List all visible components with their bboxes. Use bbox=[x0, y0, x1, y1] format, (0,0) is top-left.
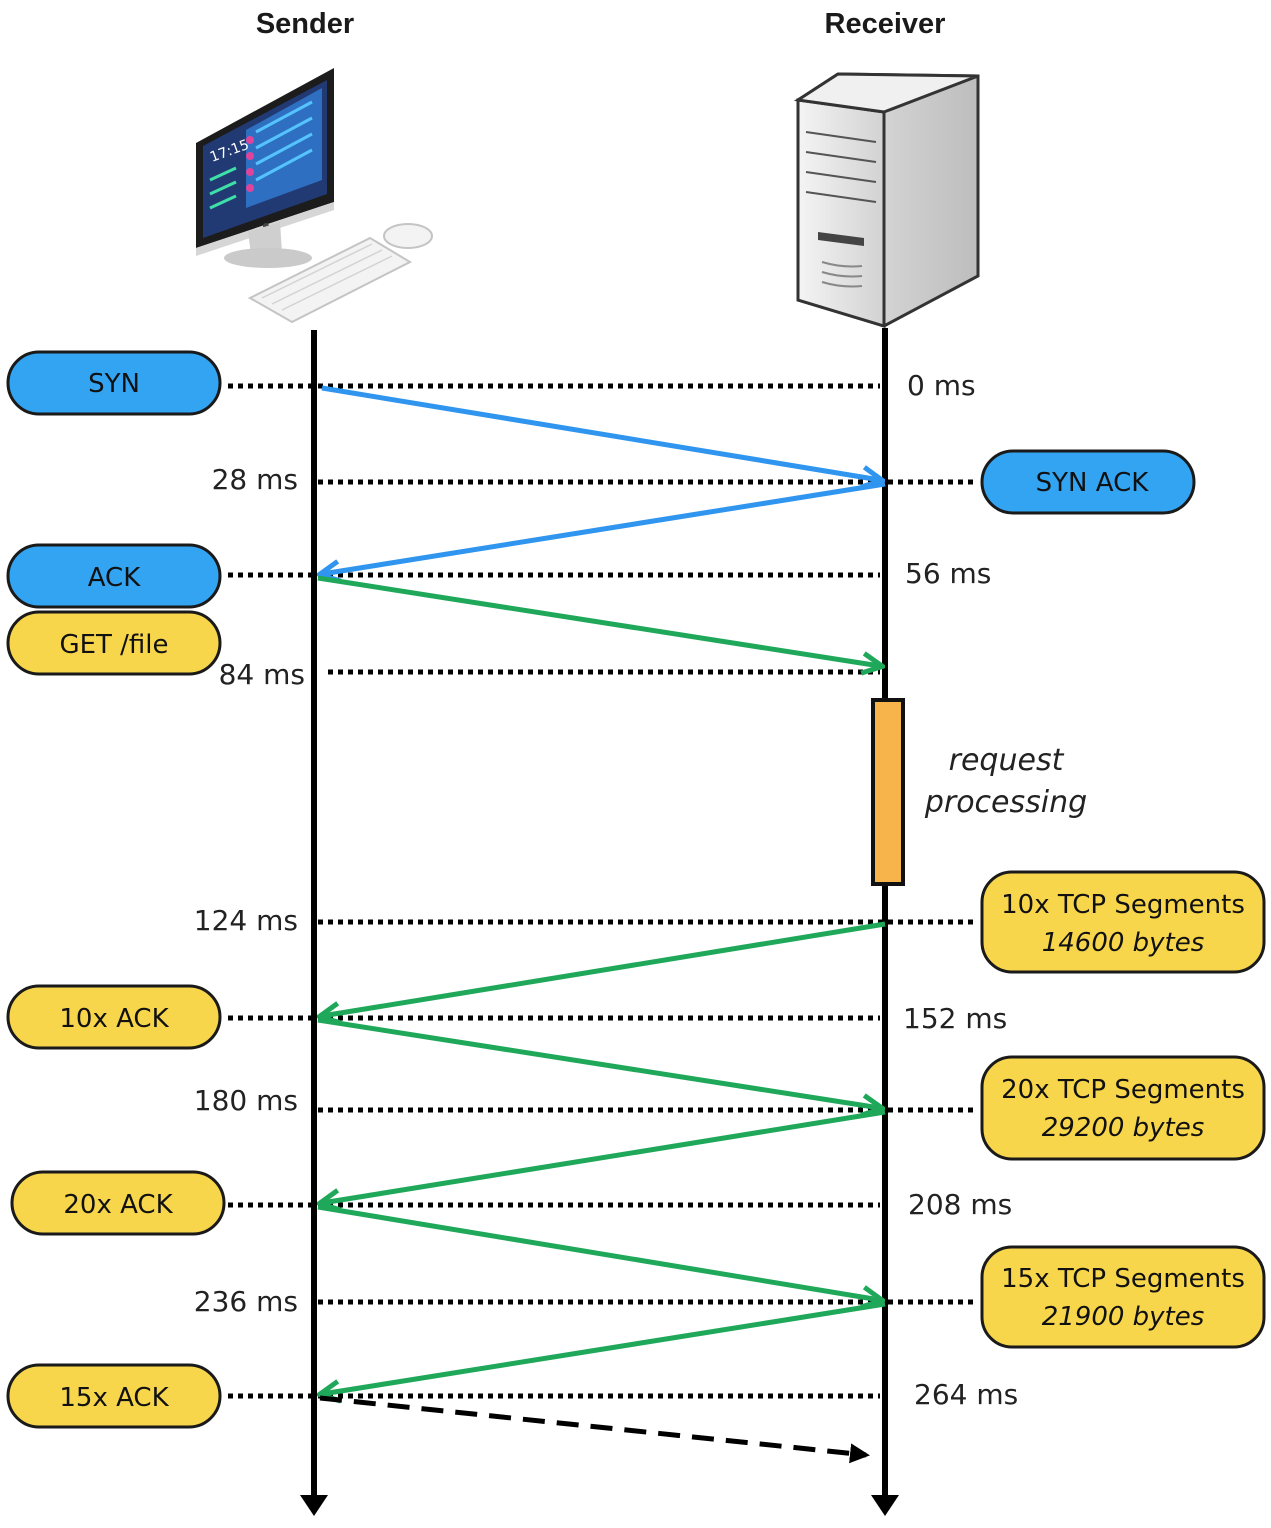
pill-syn-ack: SYN ACK bbox=[980, 449, 1196, 515]
processing-label-line1: request bbox=[949, 743, 1065, 778]
time-label-208: 208 ms bbox=[908, 1188, 1012, 1221]
syn-arrow bbox=[321, 385, 880, 480]
pill-20x-segments-label: 20x TCP Segments bbox=[1001, 1075, 1245, 1105]
pill-20x-segments: 20x TCP Segments 29200 bytes bbox=[980, 1055, 1266, 1161]
time-label-0: 0 ms bbox=[907, 369, 976, 402]
processing-bar bbox=[871, 698, 905, 886]
pill-syn-label: SYN bbox=[88, 369, 140, 399]
pill-15x-segments-label: 15x TCP Segments bbox=[1001, 1264, 1245, 1294]
pill-ack-label: ACK bbox=[88, 563, 141, 593]
pill-ack: ACK bbox=[6, 543, 222, 609]
pill-15x-ack: 15x ACK bbox=[6, 1363, 222, 1429]
sender-lifeline-arrowhead bbox=[300, 1495, 328, 1516]
time-label-264: 264 ms bbox=[914, 1378, 1018, 1411]
server-tower-icon bbox=[793, 72, 980, 329]
syn-ack-arrow bbox=[322, 481, 886, 574]
ack-15-arrow bbox=[319, 1395, 870, 1464]
time-label-56: 56 ms bbox=[905, 557, 991, 590]
pill-15x-ack-label: 15x ACK bbox=[59, 1383, 169, 1413]
pill-syn: SYN bbox=[6, 350, 222, 416]
segments-10-arrow bbox=[322, 921, 886, 1016]
ack-20-arrow bbox=[317, 1204, 880, 1300]
pill-get-file-label: GET /file bbox=[59, 630, 168, 660]
pill-20x-segments-bytes: 29200 bytes bbox=[1042, 1113, 1205, 1143]
time-label-236: 236 ms bbox=[194, 1285, 298, 1318]
segments-20-arrow bbox=[322, 1109, 886, 1203]
pill-get-file: GET /file bbox=[6, 610, 222, 676]
time-label-180: 180 ms bbox=[194, 1084, 298, 1117]
desktop-computer-icon: 17:15 bbox=[196, 68, 433, 324]
ack-10-arrow bbox=[317, 1017, 880, 1108]
receiver-lifeline-arrowhead bbox=[871, 1495, 899, 1516]
segments-15-arrow bbox=[322, 1301, 886, 1394]
pill-10x-ack-label: 10x ACK bbox=[59, 1004, 169, 1034]
pill-10x-segments-label: 10x TCP Segments bbox=[1001, 890, 1245, 920]
time-marker-lines bbox=[228, 383, 978, 1399]
pill-15x-segments: 15x TCP Segments 21900 bytes bbox=[980, 1245, 1266, 1349]
pill-10x-segments-bytes: 14600 bytes bbox=[1042, 928, 1205, 958]
pill-10x-ack: 10x ACK bbox=[6, 984, 222, 1050]
get-request-arrow bbox=[317, 575, 880, 666]
time-label-28: 28 ms bbox=[212, 463, 298, 496]
processing-label-line2: processing bbox=[924, 785, 1087, 820]
pill-15x-segments-bytes: 21900 bytes bbox=[1042, 1302, 1205, 1332]
time-label-152: 152 ms bbox=[903, 1002, 1007, 1035]
time-label-124: 124 ms bbox=[194, 904, 298, 937]
pill-20x-ack: 20x ACK bbox=[10, 1170, 226, 1236]
time-label-84: 84 ms bbox=[219, 658, 305, 691]
receiver-header: Receiver bbox=[825, 8, 946, 40]
pill-20x-ack-label: 20x ACK bbox=[63, 1190, 173, 1220]
sender-header: Sender bbox=[256, 8, 354, 40]
pill-10x-segments: 10x TCP Segments 14600 bytes bbox=[980, 870, 1266, 974]
pill-syn-ack-label: SYN ACK bbox=[1036, 468, 1150, 498]
